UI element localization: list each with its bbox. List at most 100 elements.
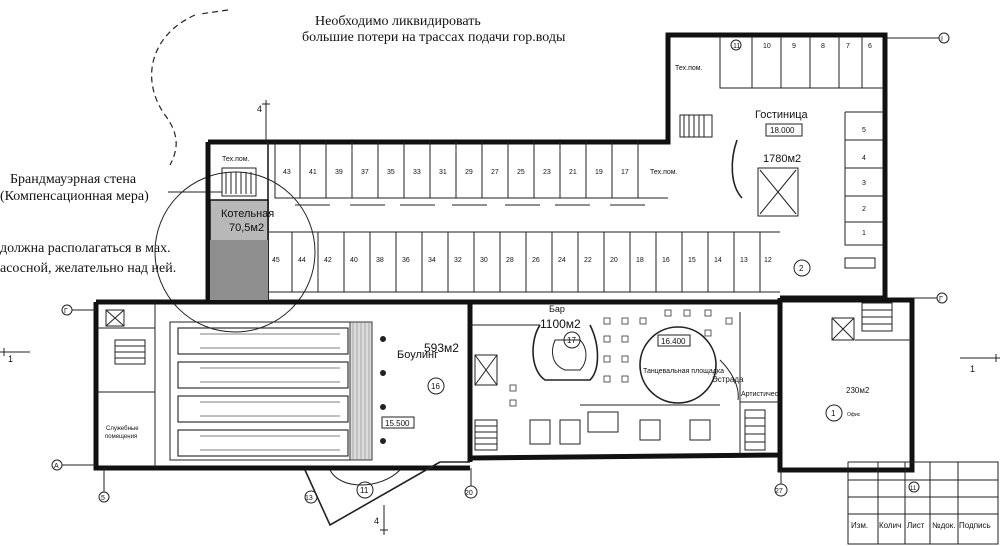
axis-g-right-label: Г bbox=[939, 296, 943, 303]
tech-room-1: Тех.пом. bbox=[222, 156, 250, 163]
axis-20-label: 20 bbox=[465, 490, 473, 497]
axis-4-top-line bbox=[262, 100, 270, 142]
service-block: Служебные помещения bbox=[96, 302, 156, 468]
room-25: 25 bbox=[517, 169, 525, 176]
bowling-level-box bbox=[381, 416, 415, 429]
wall-lower-left bbox=[93, 302, 470, 471]
lane-2 bbox=[177, 361, 349, 389]
room-21: 21 bbox=[569, 169, 577, 176]
terrace-number: 11 bbox=[360, 486, 369, 495]
hotel-upper-rooms: 43 41 39 37 35 33 31 29 27 25 23 21 19 1… bbox=[274, 142, 678, 206]
axis-1-left: 1 bbox=[8, 354, 13, 364]
room-39: 39 bbox=[335, 169, 343, 176]
t-15 bbox=[509, 384, 517, 392]
t-2 bbox=[621, 317, 629, 325]
lobby-furniture bbox=[757, 167, 799, 217]
service-line1: Служебные bbox=[106, 426, 139, 432]
note-top-line1: Необходимо ликвидировать bbox=[315, 14, 481, 29]
bowling-number: 16 bbox=[431, 382, 440, 391]
bar-lift-1 bbox=[474, 354, 498, 386]
room-41: 41 bbox=[309, 169, 317, 176]
room-26: 26 bbox=[532, 257, 540, 264]
room-23: 23 bbox=[543, 169, 551, 176]
dashed-arc-end bbox=[199, 9, 229, 15]
axis-13 bbox=[304, 490, 318, 504]
stage-name: Эстрада bbox=[712, 375, 744, 384]
room-38: 38 bbox=[376, 257, 384, 264]
room-44: 44 bbox=[298, 257, 306, 264]
hotel-level: 18.000 bbox=[770, 126, 795, 135]
bar-table-2 bbox=[559, 419, 581, 445]
tb-col-ndok: №док. bbox=[932, 521, 955, 530]
artist-room-walls bbox=[739, 312, 780, 455]
bowling-area bbox=[169, 321, 361, 461]
boiler-circle bbox=[154, 171, 316, 333]
room-24: 24 bbox=[558, 257, 566, 264]
axis-27-label: 27 bbox=[775, 488, 783, 495]
bowling-lanes bbox=[169, 321, 386, 461]
lobby-furniture-x bbox=[759, 169, 797, 215]
room-11-marker bbox=[730, 39, 742, 51]
axis-13-label: 13 bbox=[305, 495, 313, 502]
axis-1-left-line bbox=[0, 348, 30, 356]
hotel-level-box bbox=[765, 123, 803, 137]
right-wing-partitions bbox=[845, 111, 885, 223]
hotel-lower-rooms: 45 44 42 40 38 36 34 32 30 28 26 24 22 2… bbox=[268, 231, 780, 293]
room-37: 37 bbox=[361, 169, 369, 176]
axis-1-right-line bbox=[960, 354, 1000, 362]
bar-table-3 bbox=[587, 411, 619, 433]
note-boiler-2: асосной, желательно над ней. bbox=[0, 261, 176, 276]
tb-col-podpis: Подпись bbox=[959, 521, 991, 530]
lobby-sofa bbox=[844, 257, 876, 269]
axis-a-label: А bbox=[54, 463, 59, 470]
room-1: 1 bbox=[862, 230, 866, 237]
t-8 bbox=[603, 375, 611, 383]
room-6: 6 bbox=[868, 43, 872, 50]
room-18: 18 bbox=[636, 257, 644, 264]
pin-dot-1 bbox=[380, 336, 386, 342]
title-block-cols bbox=[877, 462, 959, 544]
stair-1 bbox=[221, 167, 257, 197]
pin-dot-3 bbox=[380, 404, 386, 410]
service-partitions bbox=[96, 302, 156, 468]
top-wing-base bbox=[719, 35, 885, 89]
bar-stair bbox=[474, 419, 498, 451]
terrace-number-circle bbox=[356, 481, 374, 499]
room-10: 10 bbox=[763, 43, 771, 50]
hotel-number: 2 bbox=[799, 264, 804, 273]
room-35: 35 bbox=[387, 169, 395, 176]
t-10 bbox=[664, 309, 672, 317]
bar-lift-1-x bbox=[474, 354, 498, 386]
bowling-area-label: 593м2 bbox=[424, 341, 459, 355]
stair-2 bbox=[679, 114, 713, 138]
room-32: 32 bbox=[454, 257, 462, 264]
room-7: 7 bbox=[846, 43, 850, 50]
terrace-curve bbox=[329, 469, 401, 486]
boiler-name: Котельная bbox=[221, 208, 274, 220]
stage-curve bbox=[719, 359, 739, 401]
service-stair-steps bbox=[115, 345, 145, 359]
axis-4-top: 4 bbox=[257, 104, 262, 114]
bar-name: Бар bbox=[549, 304, 565, 314]
office-stair-steps bbox=[862, 309, 892, 325]
hotel-area: 1780м2 bbox=[763, 153, 801, 165]
dance-name: Танцевальная площадка bbox=[643, 368, 724, 375]
lane-3 bbox=[177, 395, 349, 423]
room-16: 16 bbox=[662, 257, 670, 264]
room-20: 20 bbox=[610, 257, 618, 264]
t-7 bbox=[621, 355, 629, 363]
room-31: 31 bbox=[439, 169, 447, 176]
terrace-outline bbox=[304, 461, 441, 527]
room-36: 36 bbox=[402, 257, 410, 264]
hotel-top-wing: 11 10 9 8 7 6 Тех.пом. bbox=[675, 35, 885, 138]
office-lift bbox=[831, 317, 855, 341]
wall-office bbox=[777, 297, 915, 473]
dance-level: 16.400 bbox=[661, 337, 686, 346]
hotel-right-wing: 5 4 3 2 1 bbox=[844, 111, 885, 246]
room-2: 2 bbox=[862, 206, 866, 213]
right-wing-base bbox=[844, 112, 885, 246]
tb-col-list: Лист bbox=[907, 521, 925, 530]
title-block: Изм. Колич Лист №док. Подпись 11 bbox=[847, 461, 999, 545]
room-40: 40 bbox=[350, 257, 358, 264]
